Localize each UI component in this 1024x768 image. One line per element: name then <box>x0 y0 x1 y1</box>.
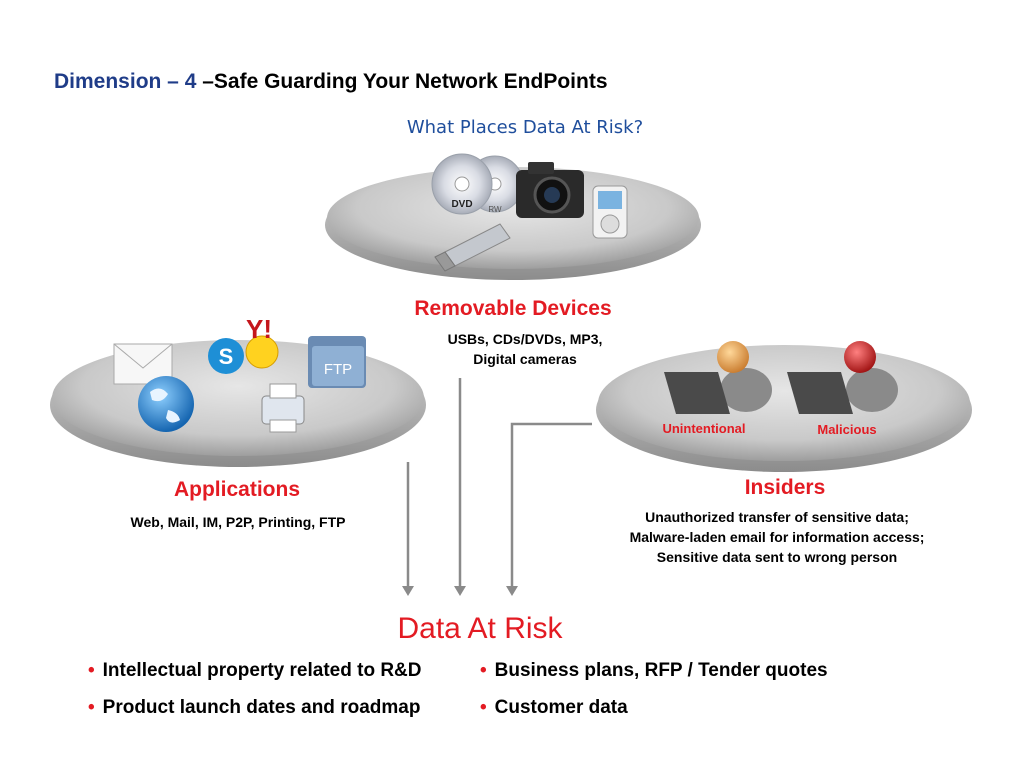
removable-line-2: Digital cameras <box>473 351 577 367</box>
skype-icon: S <box>208 338 244 374</box>
insiders-desc: Unauthorized transfer of sensitive data;… <box>580 507 974 567</box>
risk-item-text: Product launch dates and roadmap <box>102 697 421 718</box>
flow-arrows <box>406 378 592 588</box>
title-main: –Safe Guarding Your Network EndPoints <box>202 70 608 93</box>
insiders-heading: Insiders <box>744 476 826 499</box>
rw-label: RW <box>488 205 502 214</box>
insiders-line-1: Unauthorized transfer of sensitive data; <box>645 509 909 525</box>
risk-list-right: •Business plans, RFP / Tender quotes •Cu… <box>480 660 828 719</box>
applications-desc: Web, Mail, IM, P2P, Printing, FTP <box>130 514 346 530</box>
list-item: •Intellectual property related to R&D <box>88 660 422 681</box>
unintentional-tag: Unintentional <box>662 421 746 436</box>
ftp-folder-icon: FTP <box>308 336 366 388</box>
list-item: •Business plans, RFP / Tender quotes <box>480 660 828 681</box>
insiders-line-2: Malware-laden email for information acce… <box>629 529 925 545</box>
arrow-heads <box>402 586 518 596</box>
list-item: •Customer data <box>480 697 628 718</box>
globe-icon <box>138 376 194 432</box>
risk-list-left: •Intellectual property related to R&D •P… <box>88 660 422 719</box>
ftp-label: FTP <box>324 361 352 378</box>
risk-item-text: Customer data <box>494 697 628 718</box>
page-title: Dimension – 4 –Safe Guarding Your Networ… <box>54 70 608 94</box>
malicious-tag: Malicious <box>817 422 877 437</box>
svg-text:S: S <box>219 344 234 369</box>
applications-heading: Applications <box>173 478 300 501</box>
printer-icon <box>261 383 305 433</box>
camera-icon <box>516 162 584 218</box>
arrow-insiders <box>510 422 592 588</box>
insiders-line-3: Sensitive data sent to wrong person <box>656 549 898 565</box>
insiders-platform <box>596 345 972 472</box>
subtitle: What Places Data At Risk? <box>406 117 644 138</box>
mp3-player-icon <box>592 185 628 239</box>
dvd-icon: RW DVD <box>431 153 524 215</box>
title-prefix: Dimension – 4 <box>54 70 203 93</box>
dvd-label: DVD <box>451 199 472 210</box>
removable-devices-desc: USBs, CDs/DVDs, MP3, Digital cameras <box>400 329 650 369</box>
yahoo-messenger-icon: Y! <box>245 314 279 369</box>
svg-text:Y!: Y! <box>246 314 272 344</box>
removable-line-1: USBs, CDs/DVDs, MP3, <box>447 331 603 347</box>
usb-drive-icon <box>434 223 511 272</box>
removable-devices-heading: Removable Devices <box>414 297 612 320</box>
malicious-user-icon <box>787 341 898 414</box>
risk-item-text: Business plans, RFP / Tender quotes <box>494 660 828 681</box>
unintentional-user-icon <box>664 341 772 414</box>
data-at-risk-heading: Data At Risk <box>397 612 563 645</box>
risk-item-text: Intellectual property related to R&D <box>102 660 422 681</box>
list-item: •Product launch dates and roadmap <box>88 697 421 718</box>
